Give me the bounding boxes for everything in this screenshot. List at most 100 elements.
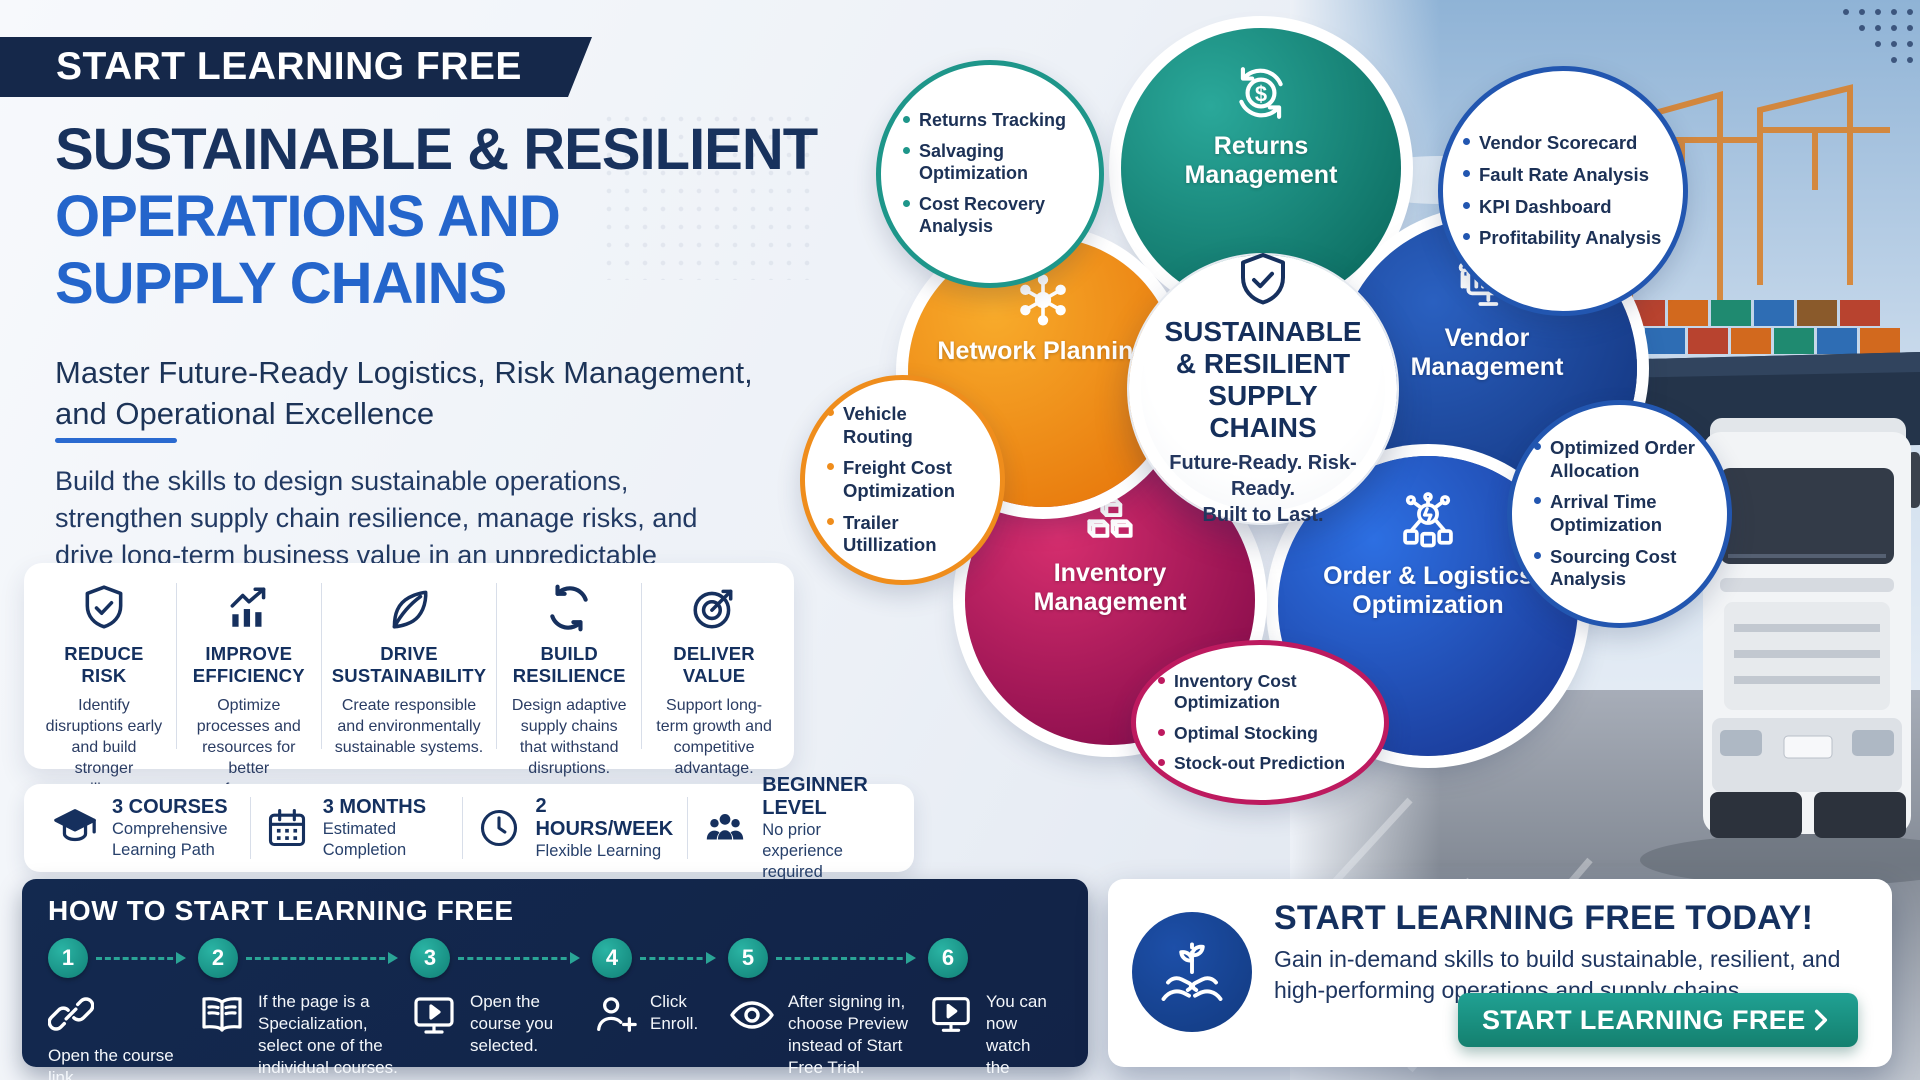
eye-icon xyxy=(728,991,776,1039)
step-text: Click Enroll. xyxy=(650,992,699,1033)
network-hub-icon xyxy=(1014,271,1072,329)
step-number-badge: 4 xyxy=(592,938,632,978)
bullet-dot xyxy=(1463,169,1470,177)
calendar-icon xyxy=(265,806,309,850)
segment-label: Vendor Management xyxy=(1410,324,1564,381)
callout-item: Profitability Analysis xyxy=(1463,227,1663,250)
clock-icon xyxy=(477,806,521,850)
bullet-dot xyxy=(1158,758,1165,766)
port-cranes xyxy=(1627,84,1890,300)
benefit-text: Support long-term growth and competitive… xyxy=(656,697,772,777)
step-text: If the page is a Specialization, select … xyxy=(258,992,398,1077)
callout-item: Cost Recovery Analysis xyxy=(903,194,1077,238)
title-line-3: SUPPLY CHAINS xyxy=(55,251,507,316)
subtitle: Master Future-Ready Logistics, Risk Mana… xyxy=(55,355,753,431)
cta-title: START LEARNING FREE TODAY! xyxy=(1274,899,1814,937)
segment-label: Inventory Management xyxy=(1033,559,1187,616)
callout-item: Salvaging Optimization xyxy=(903,141,1077,185)
callout-order-logistics: Optimized Order Allocation Arrival Time … xyxy=(1507,400,1732,628)
how-to-steps: 1 Open the course link. 2 If the page is… xyxy=(48,937,1062,1080)
cycle-arrows-icon xyxy=(544,583,594,633)
meta-title: 2 HOURS/WEEK xyxy=(535,794,674,840)
title-line-1: SUSTAINABLE & RESILIENT xyxy=(55,117,818,182)
shield-check-icon xyxy=(79,583,129,633)
callout-item: Vendor Scorecard xyxy=(1463,132,1663,155)
svg-text:$: $ xyxy=(1255,82,1267,107)
bullet-dot xyxy=(1158,676,1165,684)
monitor-play-icon xyxy=(410,991,458,1039)
step-number-badge: 2 xyxy=(198,938,238,978)
step-4: 4 Click Enroll. xyxy=(592,937,728,1080)
callout-item: Optimal Stocking xyxy=(1158,723,1362,744)
callout-inventory: Inventory Cost Optimization Optimal Stoc… xyxy=(1131,640,1389,805)
callout-item: Optimized Order Allocation xyxy=(1534,437,1705,482)
benefit-text: Create responsible and environmentally s… xyxy=(334,697,484,756)
meta-level: BEGINNER LEVEL No prior experience requi… xyxy=(688,774,900,881)
callout-item: Fault Rate Analysis xyxy=(1463,164,1663,187)
start-learning-free-button[interactable]: START LEARNING FREE xyxy=(1458,993,1858,1047)
meta-text: No prior experience required xyxy=(762,820,843,881)
benefit-deliver-value: DELIVER VALUE Support long-term growth a… xyxy=(642,583,786,777)
benefit-reduce-risk: REDUCE RISK Identify disruptions early a… xyxy=(32,583,177,798)
callout-item: Arrival Time Optimization xyxy=(1534,491,1705,536)
step-text: Open the course link. xyxy=(48,1046,174,1080)
meta-text: Comprehensive Learning Path xyxy=(112,819,228,859)
benefit-improve-efficiency: IMPROVE EFFICIENCY Optimize processes an… xyxy=(177,583,322,798)
diagram-center: SUSTAINABLE & RESILIENT SUPPLY CHAINS Fu… xyxy=(1129,253,1397,526)
meta-text: Flexible Learning xyxy=(535,841,662,860)
step-3: 3 Open the course you selected. xyxy=(410,937,592,1080)
benefit-title: DELIVER VALUE xyxy=(673,643,755,686)
arrow-connector xyxy=(458,952,580,964)
benefit-title: DRIVE SUSTAINABILITY xyxy=(331,643,487,686)
meta-courses: 3 COURSES Comprehensive Learning Path xyxy=(38,795,251,859)
cta-text: Gain in-demand skills to build sustainab… xyxy=(1274,946,1841,1003)
people-icon xyxy=(702,805,748,851)
step-text: Open the course you selected. xyxy=(470,992,554,1055)
graduation-cap-icon xyxy=(52,805,98,851)
step-number-badge: 6 xyxy=(928,938,968,978)
divider xyxy=(55,438,177,443)
arrow-connector xyxy=(246,952,398,964)
step-5: 5 After signing in, choose Preview inste… xyxy=(728,937,928,1080)
bullet-dot xyxy=(1158,728,1165,736)
callout-item: Sourcing Cost Analysis xyxy=(1534,546,1705,591)
cta-button-label: START LEARNING FREE xyxy=(1482,1004,1806,1035)
shield-check-icon xyxy=(1233,250,1293,310)
benefit-text: Design adaptive supply chains that withs… xyxy=(511,697,627,777)
monitor-play-icon xyxy=(928,991,974,1037)
bullet-dot xyxy=(1534,497,1541,505)
step-2: 2 If the page is a Specialization, selec… xyxy=(198,937,410,1080)
tagline-line-2: Built to Last. xyxy=(1202,504,1324,526)
step-number-badge: 1 xyxy=(48,938,88,978)
target-arrow-icon xyxy=(689,583,739,633)
corner-dot-pattern xyxy=(1843,9,1913,63)
meta-title: 3 COURSES xyxy=(112,795,228,818)
bullet-dot xyxy=(903,116,910,124)
meta-months: 3 MONTHS Estimated Completion xyxy=(251,796,464,859)
benefit-build-resilience: BUILD RESILIENCE Design adaptive supply … xyxy=(497,583,643,777)
arrow-connector xyxy=(96,952,186,964)
callout-network-planning: Vehicle Routing Freight Cost Optimizatio… xyxy=(800,375,1005,585)
bullet-dot xyxy=(903,147,910,155)
meta-title: BEGINNER LEVEL xyxy=(762,773,868,819)
callout-returns: Returns Tracking Salvaging Optimization … xyxy=(876,60,1104,288)
callout-item: Stock-out Prediction xyxy=(1158,753,1362,774)
callout-item: Freight Cost Optimization xyxy=(827,457,978,502)
diagram-center-title: SUSTAINABLE & RESILIENT SUPPLY CHAINS xyxy=(1164,316,1362,443)
benefits-card: REDUCE RISK Identify disruptions early a… xyxy=(24,563,794,798)
callout-vendor: Vendor Scorecard Fault Rate Analysis KPI… xyxy=(1438,66,1688,316)
growth-chart-icon xyxy=(224,583,274,633)
segment-label: Network Planning xyxy=(937,337,1149,365)
bullet-dot xyxy=(1463,201,1470,209)
step-number-badge: 5 xyxy=(728,938,768,978)
bullet-dot xyxy=(1534,443,1541,451)
leaf-icon xyxy=(384,583,434,633)
callout-item: Vehicle Routing xyxy=(827,403,978,448)
background-dot-pattern xyxy=(600,110,820,280)
meta-hours: 2 HOURS/WEEK Flexible Learning xyxy=(463,794,689,860)
hands-plant-icon xyxy=(1132,912,1252,1032)
callout-item: Trailer Utillization xyxy=(827,512,978,557)
ribbon-label: START LEARNING FREE xyxy=(56,45,522,88)
dollar-cycle-icon: $ xyxy=(1230,62,1292,124)
